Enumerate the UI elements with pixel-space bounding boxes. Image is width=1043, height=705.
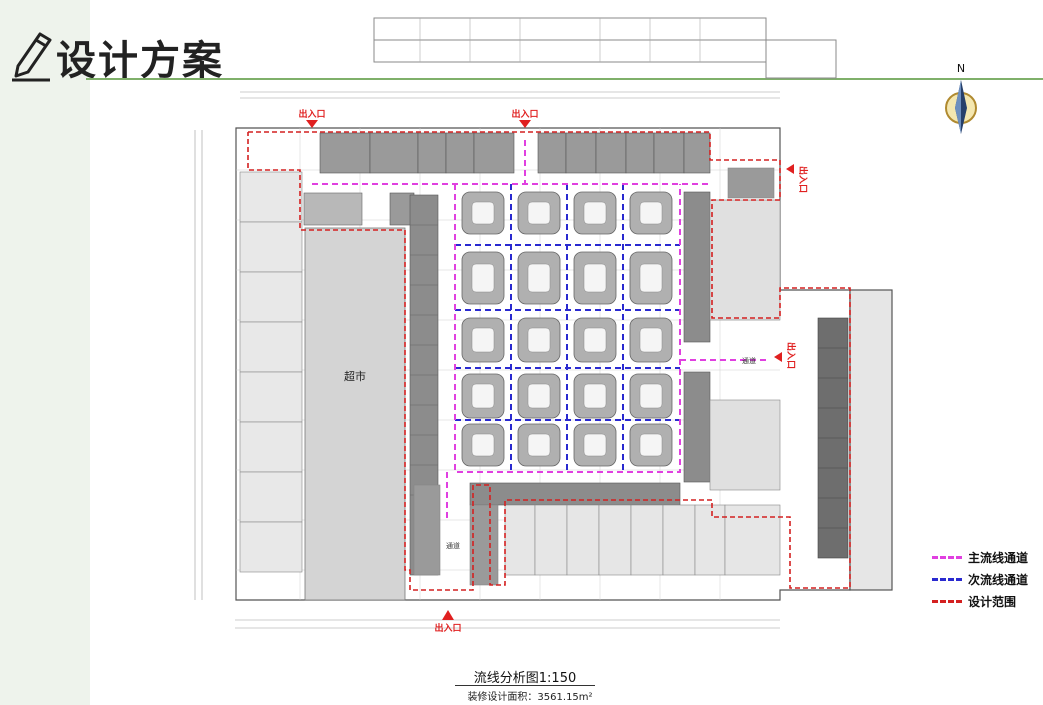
legend-label: 设计范围 <box>968 594 1017 609</box>
north-label: N <box>957 62 965 75</box>
legend-swatch <box>932 555 962 559</box>
legend-label: 主流线通道 <box>968 550 1029 565</box>
legend-item-design-scope: 设计范围 <box>932 590 1042 612</box>
corridor-label-east: 通道 <box>742 356 756 365</box>
page-title: 设计方案 <box>56 38 224 84</box>
kiosk-grid <box>461 191 673 467</box>
secondary-flow-lines <box>455 184 680 472</box>
entrance-arrow-icon <box>774 352 782 362</box>
pencil-icon <box>12 32 52 82</box>
legend-item-main-flow: 主流线通道 <box>932 546 1042 568</box>
main-flow-lines <box>312 140 770 520</box>
design-area-text: 装修设计面积：3561.15m² <box>467 692 593 703</box>
entrance-label: 出入口 <box>298 108 325 120</box>
corridor-label-south: 通道 <box>446 541 460 550</box>
legend: 主流线通道 次流线通道 设计范围 <box>932 546 1042 612</box>
north-arrow-icon: N <box>945 62 977 134</box>
entrance-north: 出入口 <box>511 108 539 128</box>
entrance-north-west: 出入口 <box>298 108 326 128</box>
design-scope-boundary <box>247 131 851 591</box>
entrance-arrow-icon <box>519 120 531 128</box>
entrance-arrow-icon <box>442 610 454 620</box>
legend-swatch <box>932 577 962 581</box>
caption-underline <box>455 685 595 686</box>
entrance-label: 出入口 <box>797 166 809 193</box>
entrance-arrow-icon <box>786 164 794 174</box>
supermarket-area <box>304 227 406 601</box>
header-divider <box>86 78 1043 80</box>
supermarket-label: 超市 <box>344 369 366 383</box>
legend-item-secondary-flow: 次流线通道 <box>932 568 1042 590</box>
legend-label: 次流线通道 <box>968 572 1029 587</box>
entrance-south: 出入口 <box>434 610 462 634</box>
entrance-label: 出入口 <box>511 108 538 120</box>
entrance-east: 出入口 <box>774 342 797 369</box>
entrance-label: 出入口 <box>785 342 797 369</box>
entrance-arrow-icon <box>306 120 318 128</box>
north-annex <box>765 39 837 79</box>
entrance-east-top: 出入口 <box>786 164 809 193</box>
legend-swatch <box>932 599 962 603</box>
left-band <box>0 0 90 705</box>
figure-caption: 流线分析图1:150 <box>473 671 577 686</box>
entrance-label: 出入口 <box>434 622 461 634</box>
